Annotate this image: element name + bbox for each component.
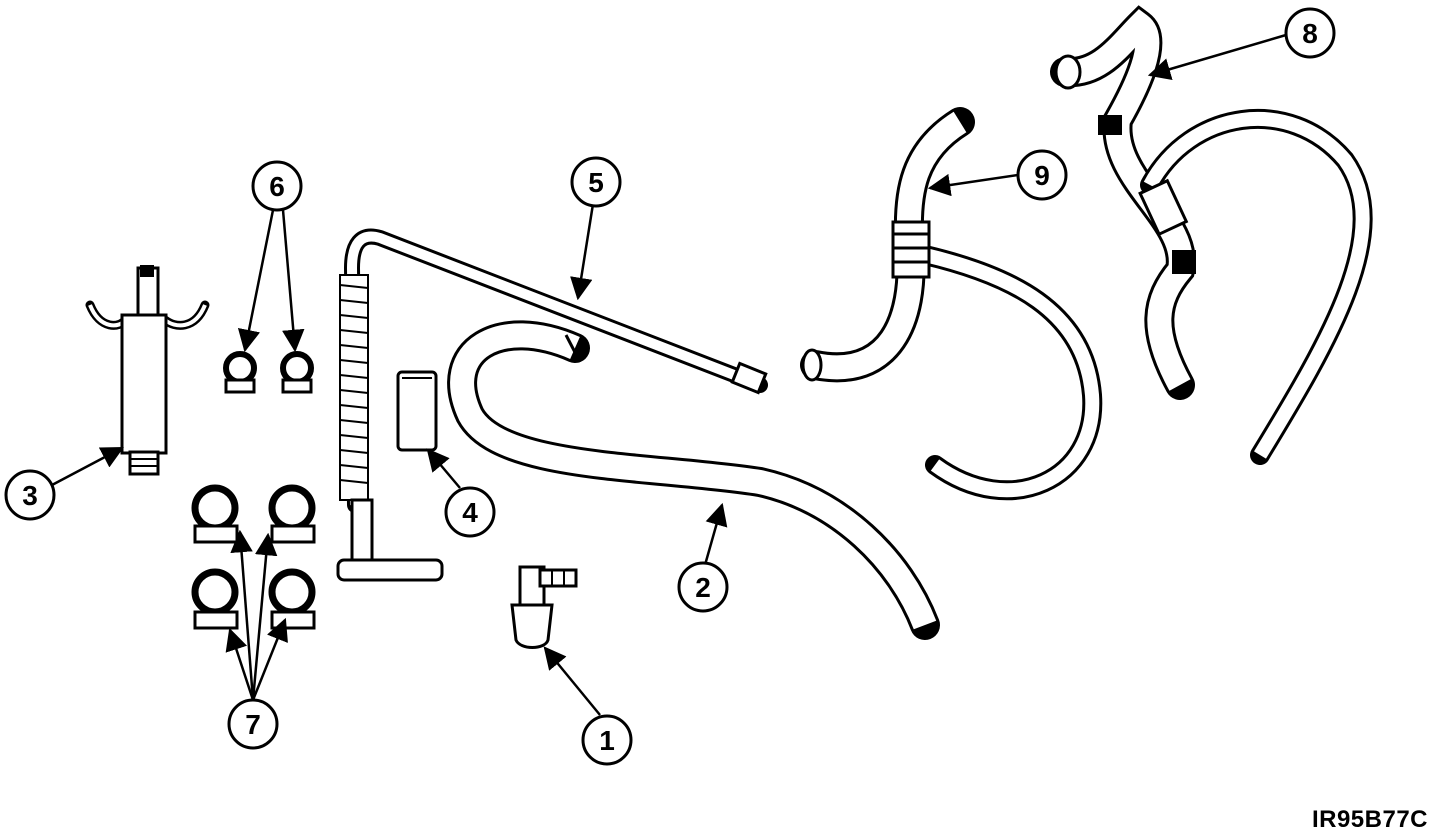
callout-8: 8 bbox=[1284, 7, 1336, 59]
callout-9-label: 9 bbox=[1034, 160, 1050, 191]
callout-7: 7 bbox=[227, 698, 279, 750]
part-3-valve bbox=[85, 265, 210, 476]
callout-7-label: 7 bbox=[245, 709, 261, 740]
callout-1: 1 bbox=[581, 714, 633, 766]
part-5-tube bbox=[336, 228, 768, 582]
callout-5-label: 5 bbox=[588, 167, 604, 198]
callout-9: 9 bbox=[1016, 149, 1068, 201]
callout-3-label: 3 bbox=[22, 480, 38, 511]
part-8-hose bbox=[1050, 5, 1373, 465]
callout-8-label: 8 bbox=[1302, 18, 1318, 49]
callout-6: 6 bbox=[251, 160, 303, 212]
leader-lines bbox=[51, 33, 1287, 716]
part-9-hose bbox=[800, 107, 1103, 501]
callout-2: 2 bbox=[677, 561, 729, 613]
part-4-gasket bbox=[396, 370, 438, 452]
callout-6-label: 6 bbox=[269, 171, 285, 202]
figure-id-label: IR95B77C bbox=[1311, 806, 1428, 833]
callout-5: 5 bbox=[570, 156, 622, 208]
callout-4-label: 4 bbox=[462, 497, 478, 528]
callout-4: 4 bbox=[444, 486, 496, 538]
part-7-clamps bbox=[191, 484, 316, 630]
callout-1-label: 1 bbox=[599, 725, 615, 756]
callout-2-label: 2 bbox=[695, 572, 711, 603]
part-6-clamps bbox=[223, 351, 314, 394]
part-1-fitting bbox=[510, 565, 578, 649]
callout-3: 3 bbox=[4, 469, 56, 521]
part-2-hose bbox=[447, 320, 940, 640]
